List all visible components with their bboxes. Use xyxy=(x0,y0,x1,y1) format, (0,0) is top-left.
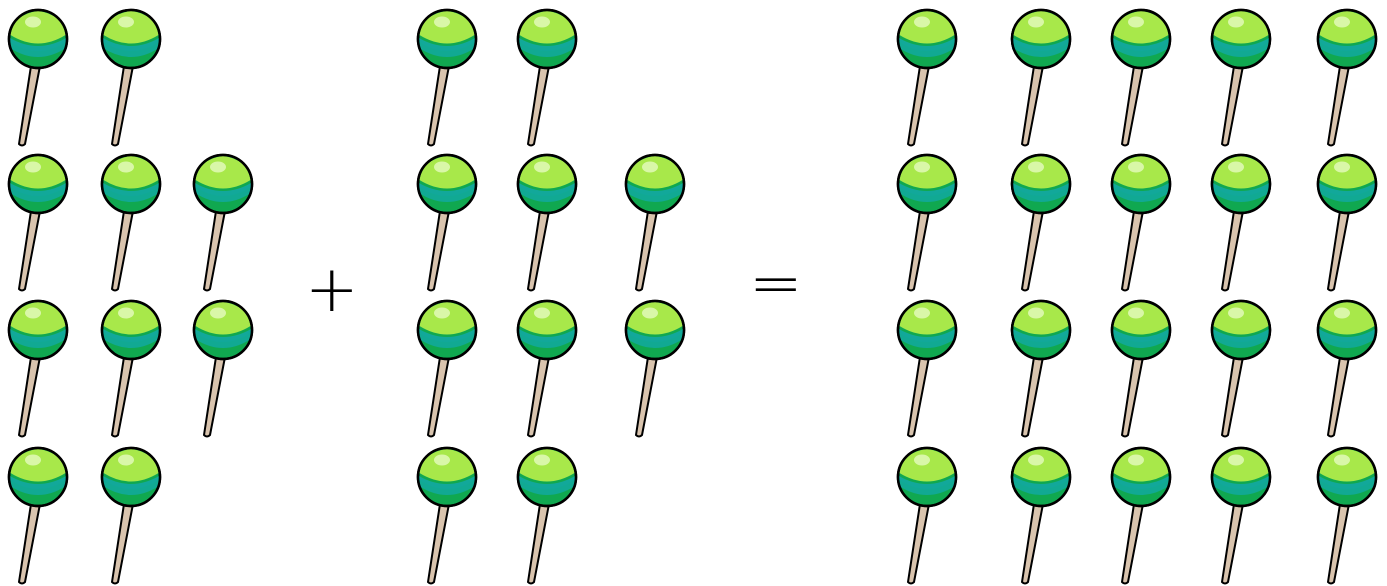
plus-sign: + xyxy=(305,253,359,327)
lollipop-icon xyxy=(1210,299,1280,439)
equals-sign: = xyxy=(749,247,803,321)
lollipop-icon xyxy=(516,153,586,293)
lollipop-icon xyxy=(1316,8,1386,148)
lollipop-icon xyxy=(516,446,586,586)
lollipop-icon xyxy=(896,153,966,293)
lollipop-icon xyxy=(7,446,77,586)
lollipop-icon xyxy=(516,299,586,439)
lollipop-icon xyxy=(1316,446,1386,586)
lollipop-icon xyxy=(7,299,77,439)
lollipop-icon xyxy=(1010,8,1080,148)
lollipop-icon xyxy=(1110,446,1180,586)
lollipop-icon xyxy=(896,446,966,586)
lollipop-icon xyxy=(1110,153,1180,293)
lollipop-icon xyxy=(1210,153,1280,293)
lollipop-icon xyxy=(624,153,694,293)
lollipop-icon xyxy=(516,8,586,148)
lollipop-icon xyxy=(192,153,262,293)
lollipop-icon xyxy=(416,8,486,148)
lollipop-icon xyxy=(1210,8,1280,148)
lollipop-icon xyxy=(7,8,77,148)
lollipop-icon xyxy=(1010,446,1080,586)
lollipop-icon xyxy=(416,153,486,293)
lollipop-icon xyxy=(7,153,77,293)
lollipop-icon xyxy=(1010,153,1080,293)
lollipop-icon xyxy=(192,299,262,439)
lollipop-icon xyxy=(416,446,486,586)
lollipop-icon xyxy=(100,446,170,586)
lollipop-icon xyxy=(1010,299,1080,439)
lollipop-icon xyxy=(1210,446,1280,586)
lollipop-icon xyxy=(1316,153,1386,293)
lollipop-icon xyxy=(100,153,170,293)
lollipop-icon xyxy=(100,299,170,439)
lollipop-icon xyxy=(1110,8,1180,148)
lollipop-icon xyxy=(416,299,486,439)
lollipop-icon xyxy=(896,8,966,148)
lollipop-icon xyxy=(1316,299,1386,439)
lollipop-icon xyxy=(624,299,694,439)
lollipop-icon xyxy=(100,8,170,148)
lollipop-icon xyxy=(1110,299,1180,439)
lollipop-icon xyxy=(896,299,966,439)
